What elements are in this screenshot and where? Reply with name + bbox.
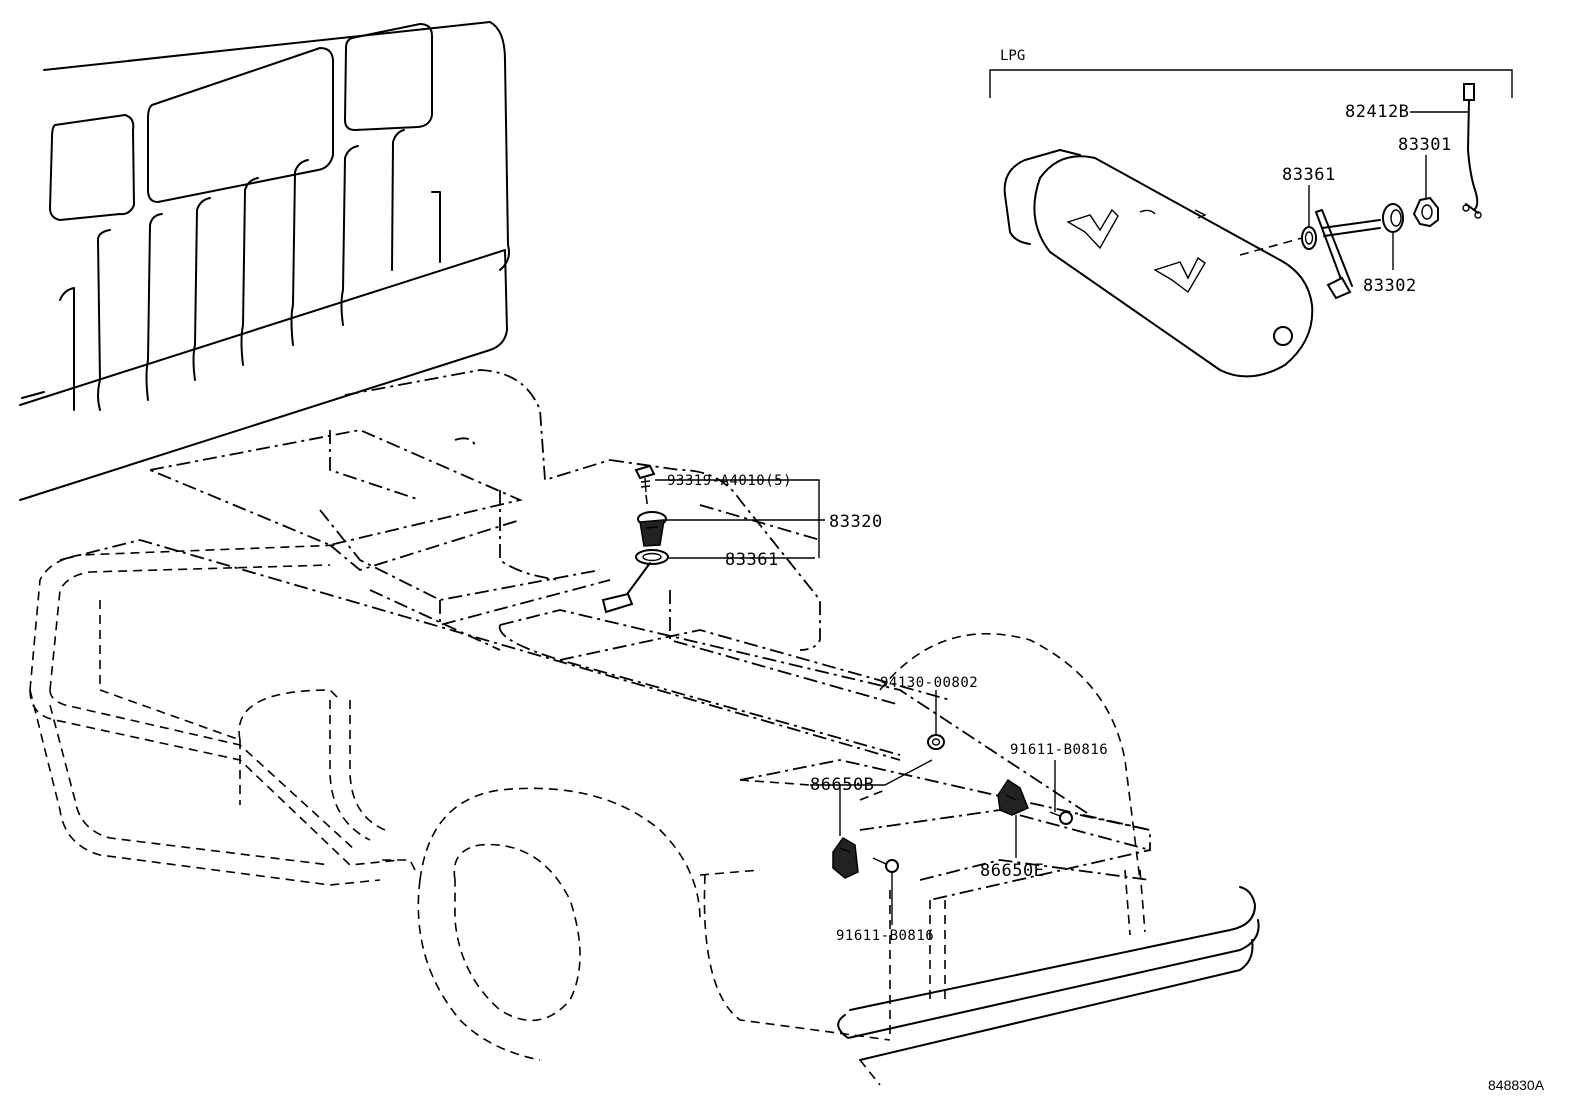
part-label-91611-B0816-bottom: 91611-B0816 <box>836 928 934 944</box>
part-label-91611-B0816-right: 91611-B0816 <box>1010 742 1108 758</box>
gasket-ring-icon <box>635 549 669 565</box>
leader-lines <box>655 479 1056 925</box>
fuel-sender-assembly <box>601 464 669 614</box>
lpg-gasket-icon <box>1301 226 1317 250</box>
wheels-drawing <box>380 633 1141 1061</box>
part-label-83302: 83302 <box>1363 276 1417 296</box>
part-label-86650E: 86650E <box>980 861 1044 881</box>
fuel-sender-gauge-icon <box>637 511 667 547</box>
screw-icon <box>634 464 656 493</box>
part-label-82412B: 82412B <box>1345 102 1409 122</box>
diagram-reference-code: 848830A <box>1488 1077 1545 1093</box>
bracket-86650B-icon <box>832 837 859 879</box>
lpg-section-label: LPG <box>1000 48 1025 64</box>
lpg-inset: LPG <box>989 48 1513 378</box>
bolt-right-icon <box>1049 811 1073 825</box>
part-label-83320: 83320 <box>829 512 883 532</box>
part-label-94130-00802: 94130-00802 <box>880 675 978 691</box>
bracket-86650E-icon <box>997 778 1029 816</box>
float-arm-icon <box>601 562 651 614</box>
lpg-nut-icon <box>1412 196 1439 228</box>
mounting-hardware <box>832 734 1073 879</box>
lpg-level-gauge-icon <box>1315 203 1404 300</box>
part-label-86650B: 86650B <box>810 775 874 795</box>
frame-rail-drawing <box>29 544 401 886</box>
rear-bumper-drawing <box>837 869 1260 1086</box>
part-label-83361-lpg: 83361 <box>1282 165 1336 185</box>
grommet-icon <box>927 734 945 750</box>
part-label-83301: 83301 <box>1398 135 1452 155</box>
part-label-93319-A4010: 93319-A4010(5) <box>667 473 792 489</box>
lpg-wire-harness-icon <box>1462 83 1482 219</box>
part-label-83361: 83361 <box>725 550 779 570</box>
lpg-tank-icon <box>1003 149 1314 378</box>
truck-cab-drawing <box>19 21 510 501</box>
bolt-bottom-icon <box>872 857 899 873</box>
chassis-drawing <box>59 369 1151 901</box>
